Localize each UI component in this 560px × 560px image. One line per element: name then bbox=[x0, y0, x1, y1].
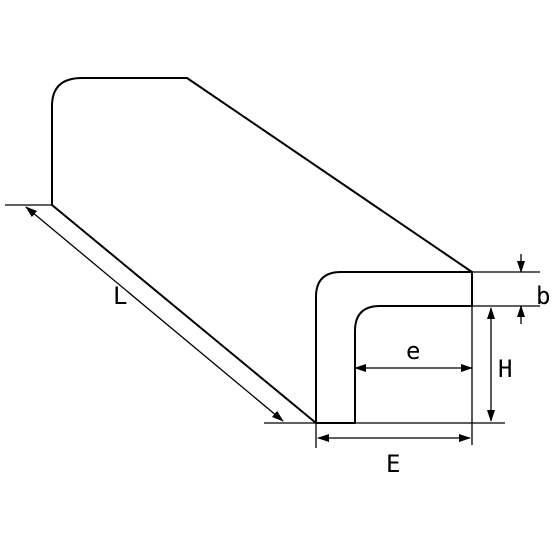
dimension-thickness: b bbox=[472, 254, 550, 324]
dimension-length: L bbox=[5, 204, 316, 424]
outer-outline bbox=[51, 77, 473, 273]
outer-width-label: E bbox=[386, 450, 400, 478]
bottom-long-edge bbox=[51, 204, 317, 424]
length-dimension-line bbox=[25, 206, 284, 422]
dimension-inner-width: e bbox=[354, 337, 473, 372]
length-label: L bbox=[113, 282, 127, 310]
thickness-label: b bbox=[536, 282, 550, 310]
dimension-outer-width: E bbox=[315, 423, 471, 478]
height-label: H bbox=[498, 355, 512, 383]
inner-width-label: e bbox=[406, 337, 420, 365]
profile-body bbox=[51, 77, 473, 424]
dimension-height: H bbox=[355, 306, 512, 445]
cross-section bbox=[315, 271, 473, 424]
